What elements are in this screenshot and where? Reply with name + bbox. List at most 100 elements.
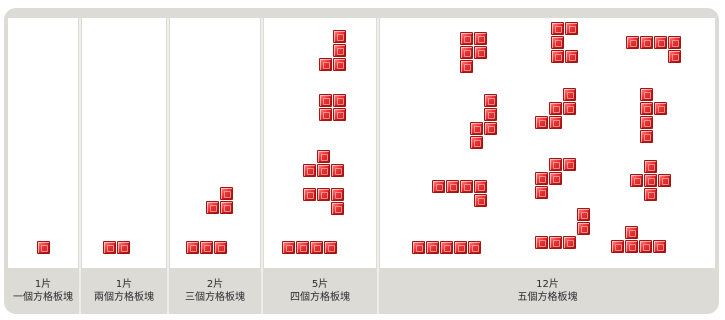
caption-monomino: 1片 一個方格板塊 xyxy=(8,268,78,314)
pentomino-u-square xyxy=(565,22,578,35)
tetromino-i-square xyxy=(282,241,295,254)
tetromino-o-square xyxy=(333,108,346,121)
pentomino-y-square xyxy=(654,102,667,115)
piece-type-name: 一個方格板塊 xyxy=(13,292,73,303)
caption-pentomino: 12片 五個方格板塊 xyxy=(380,268,715,314)
pentomino-p-square xyxy=(474,46,487,59)
pentomino-u-square xyxy=(551,50,564,63)
pentomino-x-square xyxy=(644,160,657,173)
caption-tromino: 2片 三個方格板塊 xyxy=(170,268,260,314)
tetromino-t-square xyxy=(303,164,316,177)
tromino-l-square xyxy=(220,201,233,214)
tetromino-t-square xyxy=(317,164,330,177)
divider xyxy=(167,18,169,314)
tromino-line-square xyxy=(214,241,227,254)
tetromino-t-square xyxy=(317,150,330,163)
pentomino-x-square xyxy=(644,174,657,187)
tetromino-i-square xyxy=(296,241,309,254)
pentomino-l-square xyxy=(460,180,473,193)
pentomino-f-square xyxy=(535,236,548,249)
tetromino-l-square xyxy=(331,188,344,201)
pentomino-i-square xyxy=(426,241,439,254)
piece-count: 1片 xyxy=(115,279,133,290)
piece-count: 1片 xyxy=(34,279,52,290)
tetromino-s-square xyxy=(333,44,346,57)
pentomino-p-square xyxy=(460,46,473,59)
pentomino-p-square xyxy=(460,60,473,73)
polyomino-chart-frame: 1片 一個方格板塊 1片 兩個方格板塊 2片 三個方格板塊 5片 四個方格板塊 … xyxy=(4,8,719,314)
tromino-l-square xyxy=(220,187,233,200)
domino-square xyxy=(117,241,130,254)
monomino-square xyxy=(37,241,50,254)
pentomino-n-square xyxy=(484,122,497,135)
pentomino-t-square xyxy=(654,36,667,49)
panel-monomino xyxy=(8,18,78,268)
pentomino-n-square xyxy=(484,94,497,107)
piece-count: 12片 xyxy=(536,279,559,290)
pentomino-z-square xyxy=(549,172,562,185)
piece-count: 2片 xyxy=(206,279,224,290)
pentomino-v-square xyxy=(611,240,624,253)
pentomino-v-square xyxy=(625,226,638,239)
pentomino-x-square xyxy=(644,188,657,201)
tromino-line-square xyxy=(186,241,199,254)
pentomino-z-square xyxy=(535,186,548,199)
piece-type-name: 五個方格板塊 xyxy=(517,292,578,303)
pentomino-y-square xyxy=(640,88,653,101)
pentomino-f-square xyxy=(577,222,590,235)
tromino-l-square xyxy=(206,201,219,214)
pentomino-v-square xyxy=(653,240,666,253)
tetromino-o-square xyxy=(333,94,346,107)
pentomino-v-square xyxy=(639,240,652,253)
divider xyxy=(79,18,81,314)
pentomino-z-square xyxy=(549,158,562,171)
tetromino-s-square xyxy=(333,30,346,43)
pentomino-t-square xyxy=(668,50,681,63)
tetromino-l-square xyxy=(331,202,344,215)
tetromino-o-square xyxy=(319,94,332,107)
tetromino-l-square xyxy=(317,188,330,201)
pentomino-t-square xyxy=(640,36,653,49)
tetromino-t-square xyxy=(331,164,344,177)
pentomino-i-square xyxy=(440,241,453,254)
pentomino-u-square xyxy=(551,22,564,35)
pentomino-u-square xyxy=(565,50,578,63)
pentomino-f-square xyxy=(549,236,562,249)
pentomino-w-square xyxy=(563,88,576,101)
panel-tromino xyxy=(170,18,260,268)
panel-domino xyxy=(82,18,166,268)
pentomino-y-square xyxy=(640,102,653,115)
pentomino-f-square xyxy=(563,236,576,249)
pentomino-f-square xyxy=(577,208,590,221)
pentomino-w-square xyxy=(563,102,576,115)
pentomino-y-square xyxy=(640,130,653,143)
pentomino-y-square xyxy=(640,116,653,129)
pentomino-w-square xyxy=(549,102,562,115)
pentomino-l-square xyxy=(474,180,487,193)
pentomino-t-square xyxy=(668,36,681,49)
pentomino-v-square xyxy=(625,240,638,253)
pentomino-x-square xyxy=(658,174,671,187)
pentomino-w-square xyxy=(549,116,562,129)
divider xyxy=(261,18,263,314)
pentomino-l-square xyxy=(432,180,445,193)
tetromino-i-square xyxy=(310,241,323,254)
tetromino-s-square xyxy=(333,58,346,71)
pentomino-w-square xyxy=(535,116,548,129)
pentomino-p-square xyxy=(460,32,473,45)
pentomino-x-square xyxy=(630,174,643,187)
pentomino-n-square xyxy=(470,136,483,149)
pentomino-u-square xyxy=(551,36,564,49)
domino-square xyxy=(103,241,116,254)
panel-tetromino xyxy=(264,18,376,268)
caption-domino: 1片 兩個方格板塊 xyxy=(82,268,166,314)
piece-type-name: 兩個方格板塊 xyxy=(94,292,154,303)
divider xyxy=(377,18,379,314)
piece-count: 5片 xyxy=(311,279,329,290)
tetromino-s-square xyxy=(319,58,332,71)
pentomino-i-square xyxy=(468,241,481,254)
pentomino-l-square xyxy=(446,180,459,193)
pentomino-i-square xyxy=(412,241,425,254)
tetromino-l-square xyxy=(303,188,316,201)
piece-type-name: 四個方格板塊 xyxy=(290,292,350,303)
